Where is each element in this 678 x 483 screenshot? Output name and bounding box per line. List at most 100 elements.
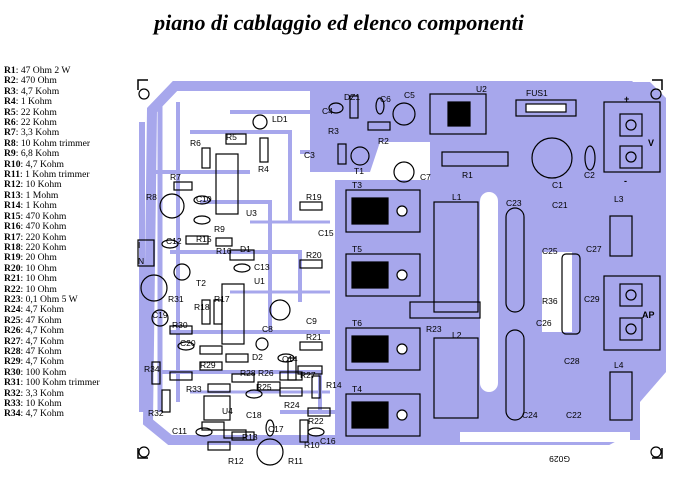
label-t6: T6	[352, 318, 362, 328]
label-c27: C27	[586, 244, 602, 254]
label-c25: C25	[542, 246, 558, 256]
component-value: 3,3 Kohm	[25, 387, 64, 399]
label-r24: R24	[284, 400, 300, 410]
component-item: R7: 3,3 Kohm	[4, 127, 60, 139]
component-ref: R23	[4, 293, 21, 305]
label-r17: R17	[214, 294, 230, 304]
board-labels: U2 FUS1 + V - AP DZ1 LD1 U3 U1 U4 D1 D2 …	[138, 84, 655, 466]
component-item: R6: 22 Kohm	[4, 117, 57, 129]
label-c10: C10	[196, 194, 212, 204]
component-value: 1 Mohm	[25, 189, 59, 201]
component-value: 22 Kohm	[20, 106, 57, 118]
copper-layer	[139, 81, 666, 445]
component-item: R11: 1 Kohm trimmer	[4, 169, 90, 181]
component-ref: R2	[4, 75, 16, 87]
label-c14: C14	[282, 354, 298, 364]
label-r27: R27	[300, 370, 316, 380]
label-c6: C6	[380, 94, 391, 104]
label-c13: C13	[254, 262, 270, 272]
component-value: 0,1 Ohm 5 W	[25, 293, 78, 305]
label-l3: L3	[614, 194, 624, 204]
component-value: 4,7 Kohm	[25, 335, 64, 347]
page-title: piano di cablaggio ed elenco componenti	[154, 10, 524, 35]
label-r12: R12	[228, 456, 244, 466]
component-value: 10 Kohm	[25, 179, 62, 191]
label-u4: U4	[222, 406, 233, 416]
label-u3: U3	[246, 208, 257, 218]
label-fus1: FUS1	[526, 88, 548, 98]
component-item: R4: 1 Kohm	[4, 96, 52, 108]
component-item: R1: 47 Ohm 2 W	[4, 65, 71, 76]
component-value: 10 Kohm	[25, 398, 62, 409]
label-u1: U1	[254, 276, 265, 286]
component-ref: R32	[4, 387, 21, 399]
component-item: R33: 10 Kohm	[4, 398, 62, 409]
label-ld1: LD1	[272, 114, 288, 124]
component-value: 220 Kohm	[25, 241, 67, 253]
label-r21: R21	[306, 332, 322, 342]
label-c1: C1	[552, 180, 563, 190]
component-item: R21: 10 Ohm	[4, 273, 57, 285]
label-r28: R28	[240, 368, 256, 378]
component-value: 1 Kohm	[25, 200, 57, 212]
label-c5: C5	[404, 90, 415, 100]
label-c16: C16	[320, 436, 336, 446]
component-item: R12: 10 Kohm	[4, 179, 62, 191]
component-value: 10 Kohm trimmer	[20, 137, 91, 149]
component-item: R25: 47 Kohm	[4, 314, 62, 326]
component-ref: R20	[4, 262, 21, 274]
fuse-holder	[515, 99, 577, 117]
power-connector	[603, 101, 661, 173]
component-item: R34: 4,7 Kohm	[4, 408, 64, 420]
label-v: V	[648, 138, 654, 148]
component-value: 10 Ohm	[25, 262, 57, 274]
component-item: R29: 4,7 Kohm	[4, 356, 64, 368]
component-ref: R3	[4, 85, 16, 97]
component-ref: R34	[4, 408, 21, 420]
u4-ic	[203, 395, 231, 421]
component-item: R19: 20 Ohm	[4, 252, 57, 264]
component-ref: R12	[4, 179, 21, 191]
label-l4: L4	[614, 360, 624, 370]
label-ap: AP	[642, 310, 655, 320]
component-item: R17: 220 Kohm	[4, 231, 67, 243]
label-r22: R22	[308, 416, 324, 426]
label-r11: R11	[288, 456, 303, 466]
component-item: R16: 470 Kohm	[4, 221, 67, 233]
component-value: 470 Ohm	[20, 75, 57, 87]
component-value: 4,7 Kohm	[20, 85, 60, 97]
component-item: R24: 4,7 Kohm	[4, 304, 64, 316]
component-value: 220 Kohm	[25, 231, 67, 243]
label-c3: C3	[304, 150, 315, 160]
component-ref: R16	[4, 221, 21, 233]
label-d2: D2	[252, 352, 263, 362]
component-value: 47 Kohm	[25, 345, 62, 357]
label-t3: T3	[352, 180, 362, 190]
component-item: R2: 470 Ohm	[4, 75, 57, 87]
u3-ic	[215, 153, 239, 215]
label-in-n: N	[138, 256, 144, 266]
component-ref: R33	[4, 398, 21, 409]
label-r15: R15	[196, 234, 212, 244]
label-r13: R13	[242, 432, 258, 442]
component-value: 4,7 Kohm	[25, 356, 64, 368]
component-item: R20: 10 Ohm	[4, 262, 57, 274]
label-r33: R33	[186, 384, 202, 394]
label-r14: R14	[326, 380, 342, 390]
component-item: R14: 1 Kohm	[4, 200, 57, 212]
label-r6: R6	[190, 138, 201, 148]
component-value: 20 Ohm	[25, 252, 57, 264]
component-ref: R7	[4, 127, 16, 139]
label-c15: C15	[318, 228, 334, 238]
component-value: 4,7 Kohm	[25, 325, 64, 337]
label-c23: C23	[506, 198, 522, 208]
component-ref: R24	[4, 304, 21, 316]
label-r20: R20	[306, 250, 322, 260]
label-c22: C22	[566, 410, 582, 420]
label-l2: L2	[452, 330, 462, 340]
label-in-i: I	[138, 240, 140, 250]
component-item: R31: 100 Kohm trimmer	[4, 377, 100, 389]
label-c18: C18	[246, 410, 262, 420]
component-value: 3,3 Kohm	[20, 127, 60, 139]
label-r29: R29	[200, 360, 216, 370]
